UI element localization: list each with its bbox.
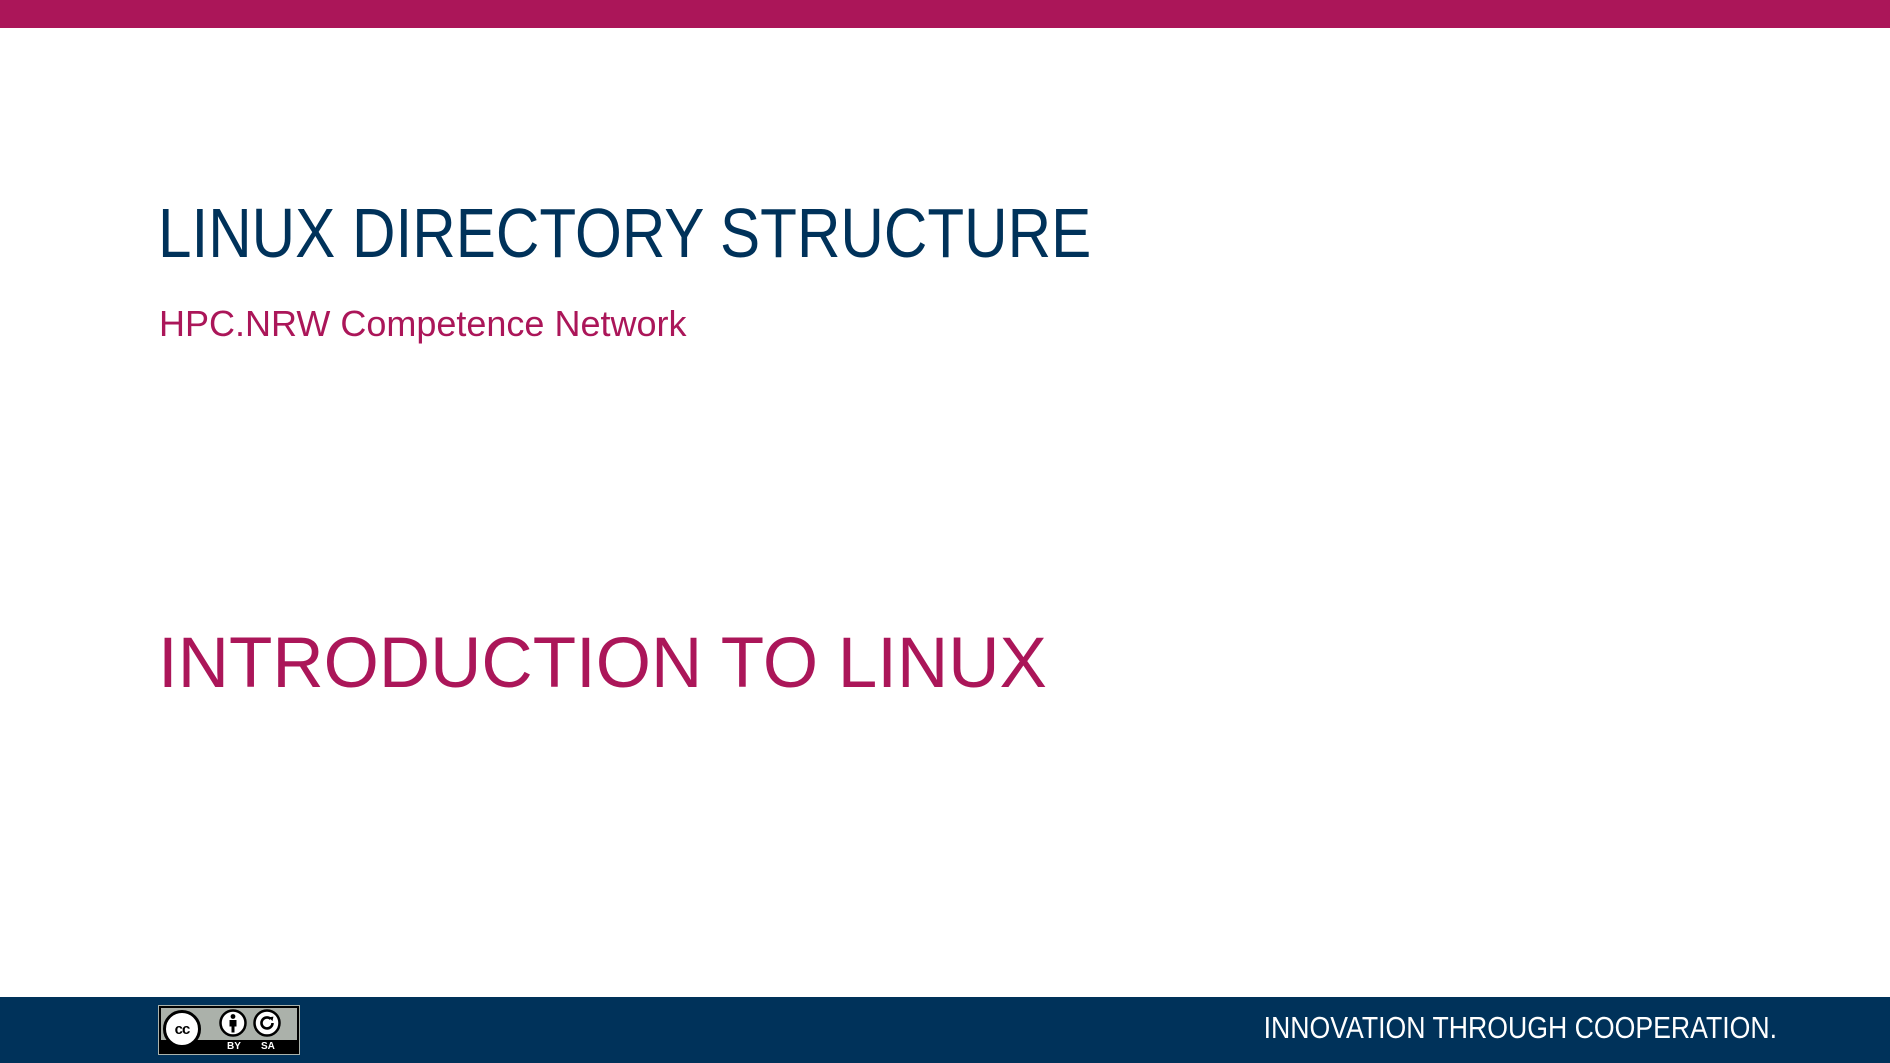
slide-title: LINUX DIRECTORY STRUCTURE [158, 194, 1092, 272]
license-sa-label: SA [261, 1041, 275, 1052]
license-by-label: BY [227, 1041, 241, 1052]
top-accent-bar [0, 0, 1890, 28]
share-alike-icon [253, 1009, 281, 1037]
attribution-person-icon [219, 1009, 247, 1037]
creative-commons-icon: cc [163, 1010, 201, 1048]
footer-slogan: INNOVATION THROUGH COOPERATION. [1263, 1010, 1777, 1045]
course-title: INTRODUCTION TO LINUX [158, 624, 1047, 703]
footer-bar [0, 997, 1890, 1063]
slide-subtitle: HPC.NRW Competence Network [159, 303, 687, 344]
cc-by-sa-license-badge: cc BY SA [158, 1005, 300, 1055]
